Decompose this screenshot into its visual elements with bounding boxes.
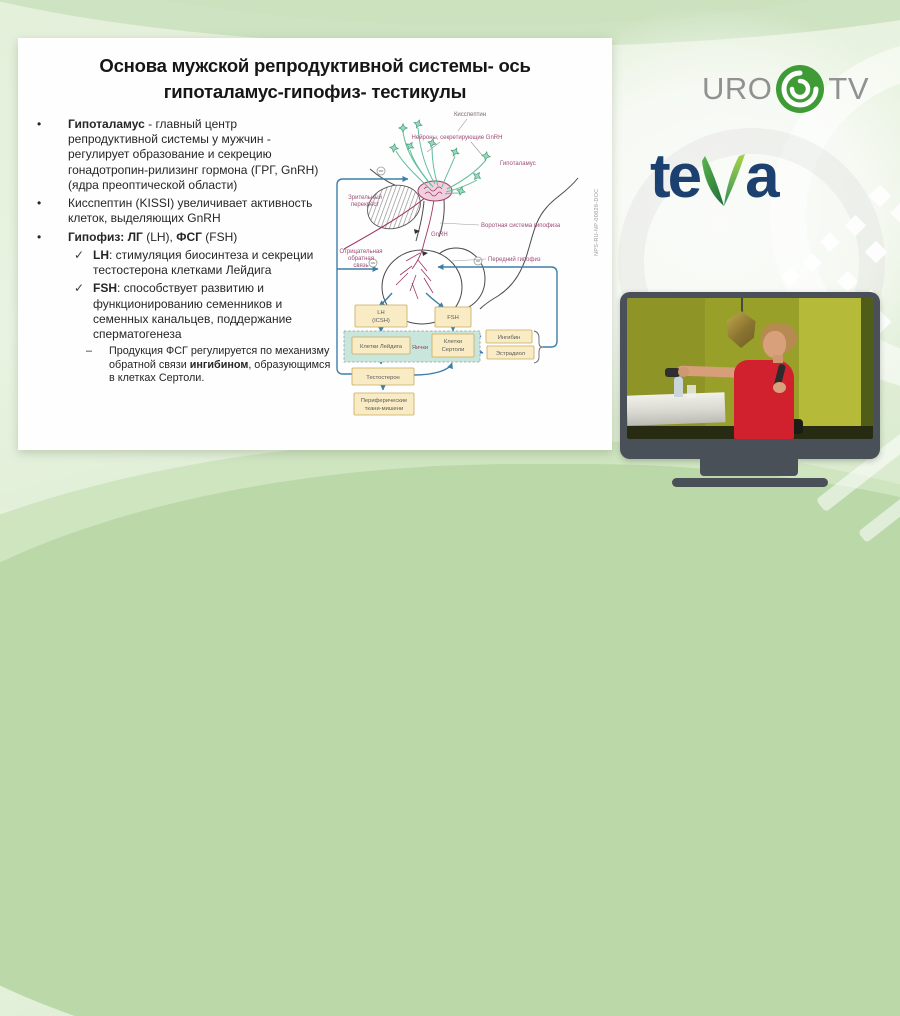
document-code: NPS-RU-NP-00826-DOC <box>594 188 600 256</box>
kisspeptin-label: Кисспептин <box>454 112 486 118</box>
urotv-swirl-icon <box>776 65 825 113</box>
optic-chiasm <box>367 184 421 230</box>
lh-label: LH <box>377 310 384 316</box>
hypothalamus-label: Гипоталамус <box>500 161 536 167</box>
lh-box <box>354 304 408 328</box>
neurons-label: Нейроны, секретирующие GnRH <box>412 134 503 141</box>
leydig-label: Клетки Лейдига <box>360 343 403 350</box>
bullet-dot: • <box>37 229 42 244</box>
optic-chiasm-label-1: Зрительный <box>348 194 382 201</box>
bullet-text: : стимуляция биосинтеза и секреции тесто… <box>93 247 314 278</box>
bullet-text: Гипофиз: ЛГ <box>68 229 143 244</box>
anatomy-outline <box>369 168 579 310</box>
lh-label-2: (ICSH) <box>372 318 390 324</box>
estradiol-label: Эстрадиол <box>496 351 525 357</box>
speaker-face <box>763 331 786 358</box>
speaker-hand <box>678 367 689 377</box>
bullet-lh: ✓ LH: стимуляция биосинтеза и секреции т… <box>32 248 334 278</box>
slide-title-line-2: гипоталамус-гипофиз- тестикулы <box>163 81 467 103</box>
monitor-stand-neck <box>700 459 798 476</box>
bullet-text: Продукция ФСГ регулируется по механизму … <box>109 345 330 371</box>
teva-text-te: te <box>650 142 702 211</box>
fsh-box <box>434 306 472 328</box>
teva-logo: te a <box>650 142 780 211</box>
sertoli-label-1: Клетки <box>444 339 462 345</box>
speaker-mic-hand <box>773 382 786 393</box>
peripheral-label-2: ткани-мишени <box>365 406 403 412</box>
hormone-boxes <box>351 304 535 416</box>
bullet-list: • Гипоталамус - главный центр репродукти… <box>32 117 334 389</box>
slide-title-line-1: Основа мужской репродуктивной системы- о… <box>99 55 531 76</box>
portal-vessels <box>343 196 435 300</box>
bullet-text: Гипоталамус <box>68 117 145 131</box>
teva-text-a: a <box>745 142 780 211</box>
peripheral-tissues-box <box>353 392 415 416</box>
bullet-dot: • <box>37 196 42 211</box>
optic-chiasm-label-2: перекрёст <box>351 202 380 208</box>
speaker-neck <box>773 355 783 363</box>
dash-mark: – <box>86 345 93 358</box>
bullet-text: ингибином <box>189 358 249 371</box>
monitor-stand-base <box>672 478 828 487</box>
presentation-slide: Основа мужской репродуктивной системы- о… <box>18 38 612 450</box>
flow-arrowhead <box>422 251 428 256</box>
testes-label: Яички <box>412 345 428 351</box>
monitor-frame <box>620 292 880 459</box>
bullet-text: Кисспептин (KISSI) увеличивает активност… <box>68 196 313 226</box>
water-glass <box>687 385 696 398</box>
negative-feedback-label-3: связь <box>353 263 368 269</box>
bullet-text: (LH), <box>142 229 177 244</box>
slide-title: Основа мужской репродуктивной системы- о… <box>36 53 594 106</box>
bullet-text: : способствует развитию и функционирован… <box>93 281 292 342</box>
leydig-box <box>351 336 411 355</box>
anterior-pituitary-label: Передний гипофиз <box>488 256 541 263</box>
stage-wall-right <box>799 298 861 439</box>
estradiol-box <box>486 345 535 360</box>
inhibin-box <box>485 329 533 344</box>
bullet-fsh: ✓ FSH: способствует развитию и функциони… <box>32 281 334 342</box>
negative-feedback-label-2: обратная <box>348 256 374 262</box>
testosterone-box <box>351 367 415 386</box>
bullet-kisspeptin: • Кисспептин (KISSI) увеличивает активно… <box>32 196 334 226</box>
bullet-text: (FSH) <box>201 229 238 244</box>
bullet-text: , образующимся в клетках Сертоли. <box>109 358 331 385</box>
tv-text: TV <box>828 71 870 106</box>
hpg-axis-diagram: LH (ICSH) FSH Клетки Лейдига Яички Клетк… <box>336 112 579 416</box>
water-bottle <box>674 377 683 397</box>
leader-lines <box>426 118 487 262</box>
negative-feedback-icon <box>368 166 483 268</box>
inhibin-label: Ингибин <box>498 335 520 341</box>
portal-system-label: Воротная система гипофиза <box>481 223 561 229</box>
fsh-label: FSH <box>447 315 459 321</box>
presenter-clicker <box>665 368 680 377</box>
bg-bottom-sweep-dark <box>0 464 900 1016</box>
sertoli-box <box>431 333 475 358</box>
pendant-lamp-cord <box>741 298 743 313</box>
check-mark: ✓ <box>74 247 85 262</box>
stage-wall-edge <box>861 298 873 439</box>
negative-feedback-label-1: Отрицательная <box>339 249 382 255</box>
uro-text: URO <box>702 71 773 106</box>
gnrh-label: GnRH <box>431 232 448 238</box>
bullet-text: FSH <box>93 281 117 296</box>
testosterone-label: Тестостерон <box>366 375 400 381</box>
brace <box>533 330 544 364</box>
bullet-hypothalamus: • Гипоталамус - главный центр репродукти… <box>32 117 334 193</box>
bullet-pituitary: • Гипофиз: ЛГ (LH), ФСГ (FSH) <box>32 230 334 245</box>
check-mark: ✓ <box>74 281 85 296</box>
bullet-dot: • <box>37 117 42 131</box>
urotv-logo: URO TV <box>702 64 869 114</box>
peripheral-label-1: Периферические <box>361 398 407 404</box>
speaker-table <box>627 392 726 426</box>
speaker-video <box>627 298 873 439</box>
sertoli-label-2: Сертоли <box>442 347 465 353</box>
speaker-sleeve <box>742 360 768 380</box>
bullet-text: - главный центр репродуктивной системы у… <box>68 117 319 192</box>
bullet-text: ФСГ <box>176 229 202 244</box>
bullet-inhibin-note: – Продукция ФСГ регулируется по механизм… <box>32 345 334 385</box>
pendant-lamp <box>726 311 756 348</box>
flow-arrowhead <box>414 229 420 234</box>
bullet-text: LH <box>93 247 109 262</box>
teva-leaf-icon <box>702 154 746 206</box>
